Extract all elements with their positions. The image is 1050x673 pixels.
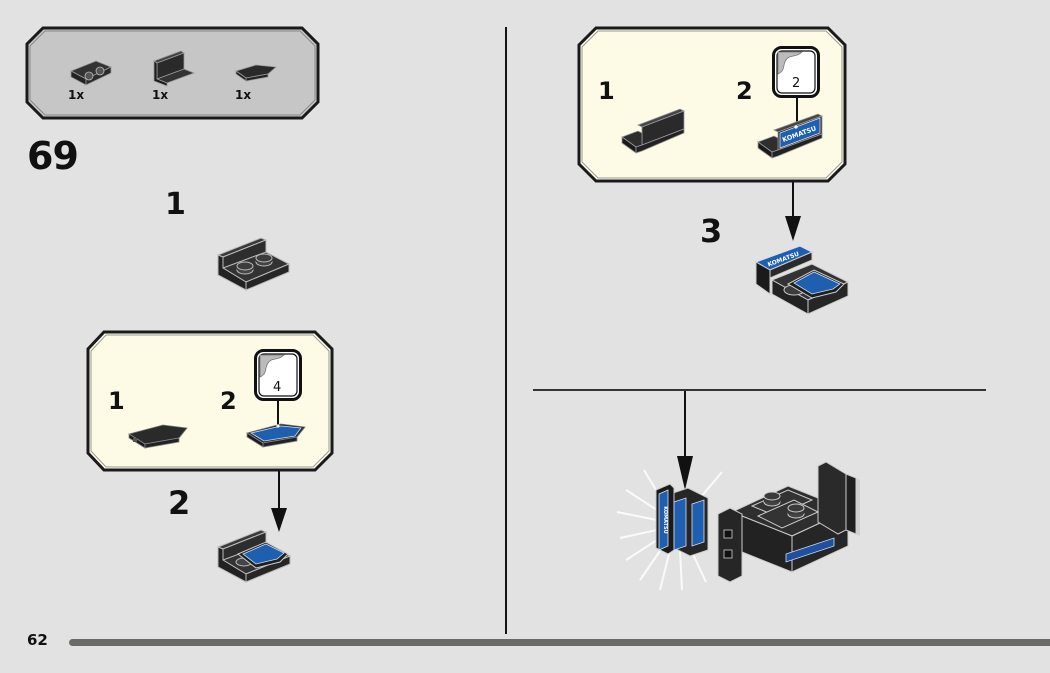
wedge-tile-sticker-icon <box>246 423 306 448</box>
sticker-brand-text: KOMATSU <box>662 506 668 533</box>
highlight-burst <box>616 469 723 591</box>
part-qty: 1x <box>68 88 85 102</box>
page-progress-bar <box>69 639 1050 646</box>
step-divider-vertical <box>505 27 507 634</box>
page-number: 62 <box>27 631 48 649</box>
sticker-sheet-icon <box>772 46 820 98</box>
bracket-icon <box>216 237 291 291</box>
part-qty: 1x <box>235 88 252 102</box>
callout-item-2-label: 2 <box>736 77 753 105</box>
substep-3-label: 3 <box>700 212 723 250</box>
sticker-pointer <box>277 401 279 425</box>
parts-list: 1x 1x 1x <box>26 27 319 119</box>
substep-2-label: 2 <box>168 484 191 522</box>
wedge-tile-icon <box>235 64 277 82</box>
arrow-line <box>278 471 280 511</box>
callout-item-1-label: 1 <box>598 77 615 105</box>
sticker-number: 4 <box>273 380 282 395</box>
sticker-sheet-icon <box>254 349 302 401</box>
panel-1x2x1-icon <box>153 50 196 87</box>
panel-sticker-icon: KOMATSU <box>757 113 824 159</box>
callout-item-1-label: 1 <box>108 387 125 415</box>
arrow-line <box>684 391 686 459</box>
arrow-line <box>792 182 794 220</box>
arrow-down-icon <box>785 216 801 241</box>
bracket-with-tile-icon <box>216 529 292 583</box>
wedge-tile-icon <box>128 424 188 449</box>
panel-icon <box>621 108 685 154</box>
model-assembly-icon: KOMATSU <box>616 461 860 591</box>
left-callout: 1 2 4 <box>87 331 333 471</box>
right-callout: 1 2 2 KOMATSU <box>578 27 846 182</box>
step-number: 69 <box>27 134 79 178</box>
callout-item-2-label: 2 <box>220 387 237 415</box>
bracket-1x2-2x2-icon <box>70 60 112 86</box>
subassembly-icon: KOMATSU <box>754 245 850 315</box>
part-qty: 1x <box>152 88 169 102</box>
step-divider-horizontal <box>533 389 986 391</box>
sticker-number: 2 <box>792 76 801 91</box>
sticker-pointer <box>796 98 798 124</box>
arrow-down-icon <box>271 508 287 532</box>
substep-1-label: 1 <box>165 187 186 222</box>
arrow-down-icon <box>677 456 693 490</box>
